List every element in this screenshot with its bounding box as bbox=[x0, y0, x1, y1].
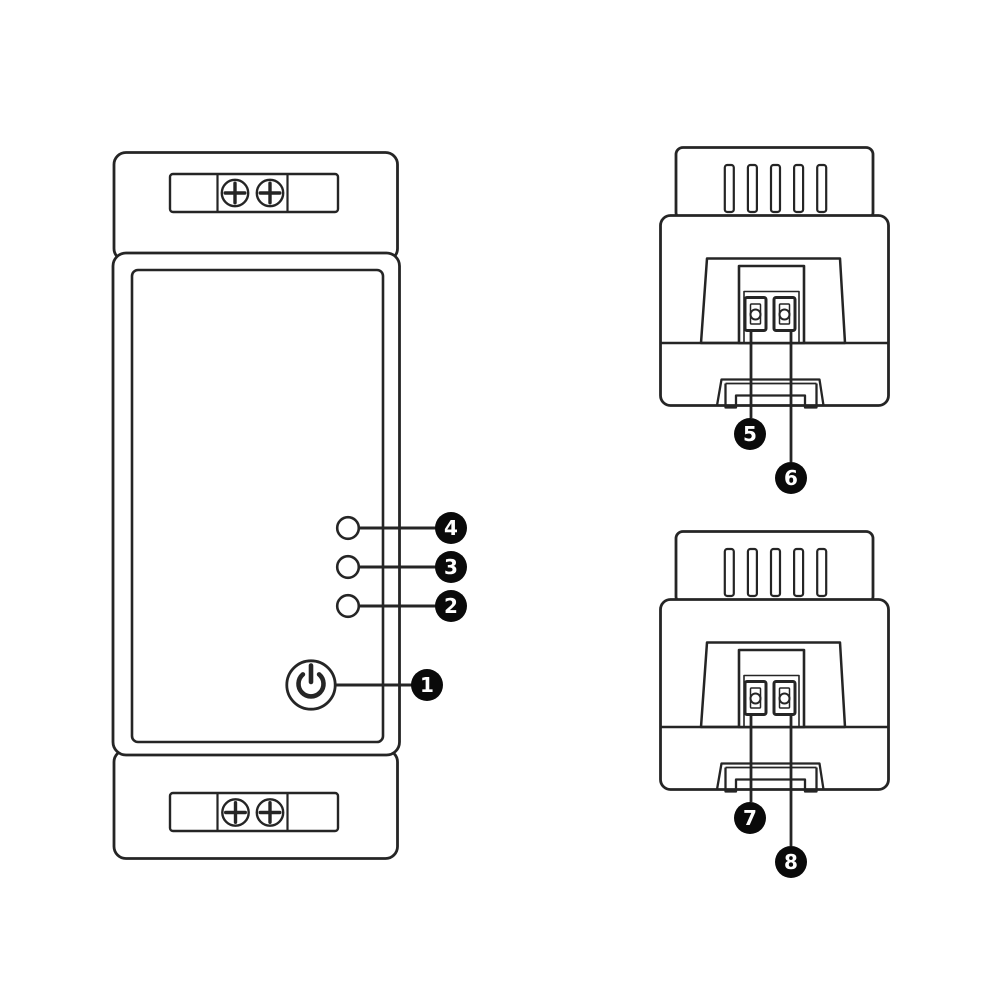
clip-foot-profile bbox=[724, 383, 818, 409]
vent-slot bbox=[746, 163, 759, 214]
din-rail-clip bbox=[715, 378, 825, 409]
module-vent-slots bbox=[723, 163, 828, 214]
smart-switch-front-view bbox=[111, 151, 451, 860]
vent-slot bbox=[723, 547, 735, 598]
callout-8-module2-right-terminal: 8 bbox=[775, 846, 807, 878]
terminal-screw-hole bbox=[749, 692, 762, 705]
clip-outer-edge bbox=[715, 378, 825, 406]
screw-terminal-right bbox=[772, 296, 797, 332]
terminal-block-outline bbox=[168, 172, 340, 214]
power-button bbox=[285, 659, 337, 711]
power-icon bbox=[296, 663, 326, 699]
power-button-outline bbox=[285, 659, 337, 711]
terminal-screw-hole bbox=[778, 692, 791, 705]
switch-front-panel bbox=[130, 268, 385, 744]
module-vent-slots bbox=[723, 547, 828, 598]
vent-slot bbox=[816, 163, 828, 214]
callout-6-module1-right-terminal: 6 bbox=[775, 462, 807, 494]
callout-4-led-top: 4 bbox=[435, 512, 467, 544]
vent-slot bbox=[746, 547, 759, 598]
terminal-block-outline bbox=[168, 791, 340, 833]
callout-7-module2-left-terminal: 7 bbox=[734, 802, 766, 834]
top-terminal-block bbox=[168, 172, 340, 214]
phillips-screw-cross bbox=[223, 181, 247, 205]
led-indicator-bottom bbox=[335, 593, 361, 619]
callout-3-led-middle: 3 bbox=[435, 551, 467, 583]
vent-slot bbox=[792, 547, 805, 598]
led-indicator-middle bbox=[335, 554, 361, 580]
phillips-screw-cross bbox=[224, 801, 247, 824]
clip-outer-edge bbox=[715, 762, 825, 790]
din-rail-clip bbox=[715, 762, 825, 793]
callout-1-power-button: 1 bbox=[411, 669, 443, 701]
terminal-screw-hole bbox=[749, 308, 762, 321]
phillips-screw-cross bbox=[258, 181, 282, 205]
vent-slot bbox=[723, 163, 735, 214]
callout-2-led-bottom: 2 bbox=[435, 590, 467, 622]
screw-terminal-left bbox=[743, 296, 768, 332]
vent-slot bbox=[769, 163, 782, 214]
bottom-terminal-block bbox=[168, 791, 340, 833]
vent-slot bbox=[792, 163, 805, 214]
din-module-rear-view-1 bbox=[659, 146, 890, 462]
callout-5-module1-left-terminal: 5 bbox=[734, 418, 766, 450]
din-module-rear-view-2 bbox=[659, 530, 890, 846]
screw-terminal-left bbox=[743, 680, 768, 716]
phillips-screw-cross bbox=[258, 801, 282, 824]
vent-slot bbox=[769, 547, 782, 598]
terminal-screw-hole bbox=[778, 308, 791, 321]
clip-foot-profile bbox=[724, 767, 818, 793]
led-indicator-top bbox=[335, 515, 361, 541]
vent-slot bbox=[816, 547, 828, 598]
screw-terminal-right bbox=[772, 680, 797, 716]
